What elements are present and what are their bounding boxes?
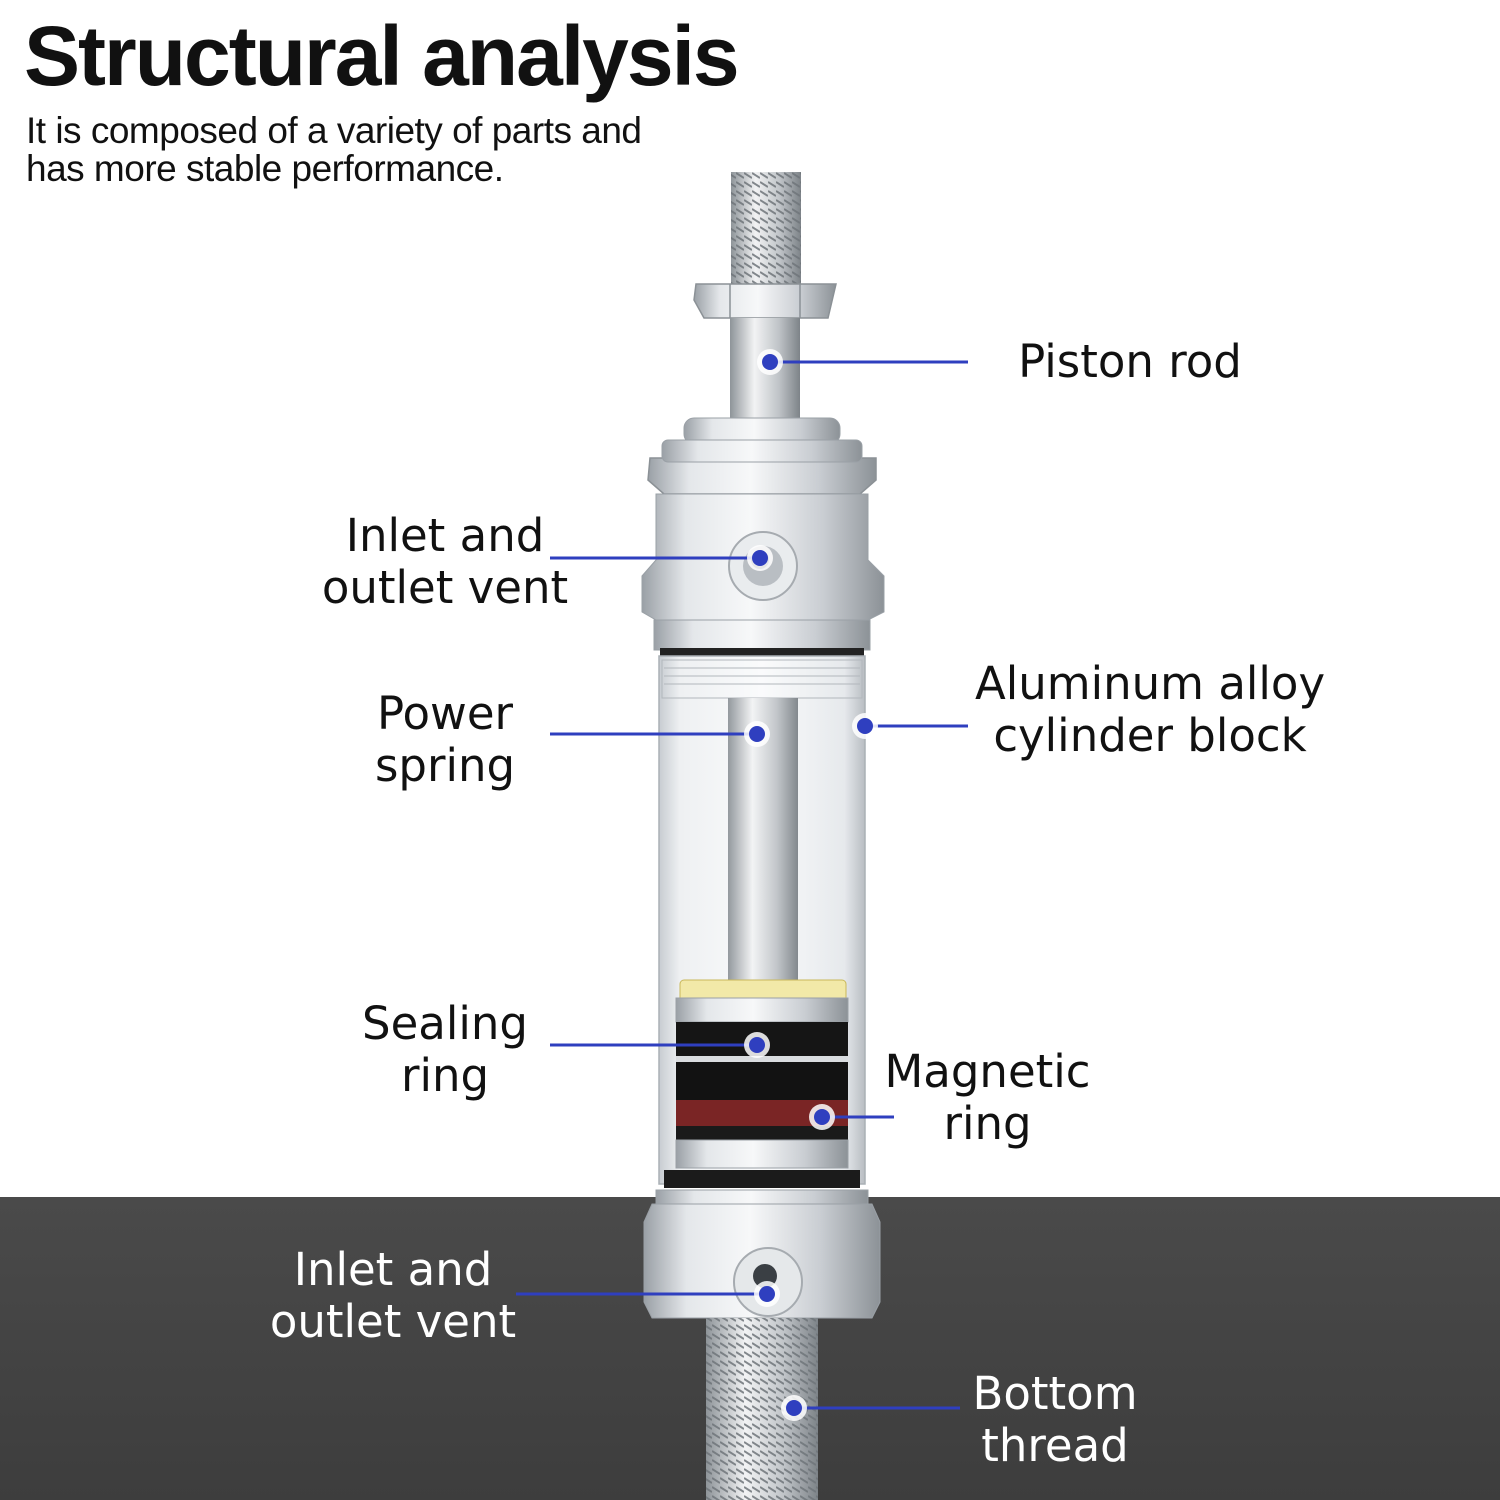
label-magnetic-ring: Magnetic ring [880, 1046, 1095, 1150]
subtitle-line-2: has more stable performance. [26, 148, 504, 189]
label-piston-rod-line1: Piston rod [1018, 335, 1242, 388]
label-bottom-thread: Bottom thread [960, 1368, 1150, 1472]
marker-dots [744, 349, 878, 1421]
dot-power-spring [744, 721, 770, 747]
label-bottom-thread-line1: Bottom [972, 1367, 1138, 1420]
label-inlet-top-line2: outlet vent [321, 561, 569, 614]
subtitle-line-1: It is composed of a variety of parts and [26, 110, 642, 151]
bottom-threaded-stud [706, 1318, 818, 1500]
label-power-spring-line2: spring [374, 739, 516, 792]
dot-aluminum [852, 713, 878, 739]
label-aluminum-line1: Aluminum alloy [975, 657, 1326, 710]
label-inlet-bottom-line1: Inlet and [293, 1243, 493, 1296]
page-title: Structural analysis [24, 9, 740, 103]
label-power-spring: Power spring [360, 688, 530, 792]
label-sealing-ring-line1: Sealing [362, 997, 528, 1050]
top-hex-nut [693, 283, 837, 319]
label-sealing-ring-line2: ring [400, 1049, 490, 1102]
dot-piston-rod [757, 349, 783, 375]
head-cap [641, 417, 885, 658]
page-subtitle: It is composed of a variety of parts and… [26, 112, 642, 188]
label-bottom-thread-line2: thread [981, 1419, 1129, 1472]
label-power-spring-line1: Power [376, 687, 514, 740]
label-magnetic-ring-line2: ring [943, 1097, 1032, 1150]
dot-sealing-ring [744, 1032, 770, 1058]
label-inlet-outlet-vent-top: Inlet and outlet vent [320, 510, 570, 614]
inner-rod [728, 698, 798, 998]
leader-lines [516, 360, 968, 1410]
dot-inlet-bottom [754, 1281, 780, 1307]
label-inlet-outlet-vent-bottom: Inlet and outlet vent [268, 1244, 518, 1348]
dot-magnetic-ring [809, 1104, 835, 1130]
label-magnetic-ring-line1: Magnetic [884, 1045, 1091, 1098]
label-aluminum-line2: cylinder block [993, 709, 1307, 762]
label-inlet-bottom-line2: outlet vent [269, 1295, 517, 1348]
label-piston-rod: Piston rod [1010, 336, 1250, 388]
label-inlet-top-line1: Inlet and [345, 509, 545, 562]
piston-assembly [664, 979, 860, 1188]
label-sealing-ring: Sealing ring [355, 998, 535, 1102]
top-threaded-stud [731, 172, 801, 284]
dot-bottom-thread [781, 1395, 807, 1421]
dot-inlet-top [747, 545, 773, 571]
label-aluminum-cylinder-block: Aluminum alloy cylinder block [975, 658, 1325, 762]
